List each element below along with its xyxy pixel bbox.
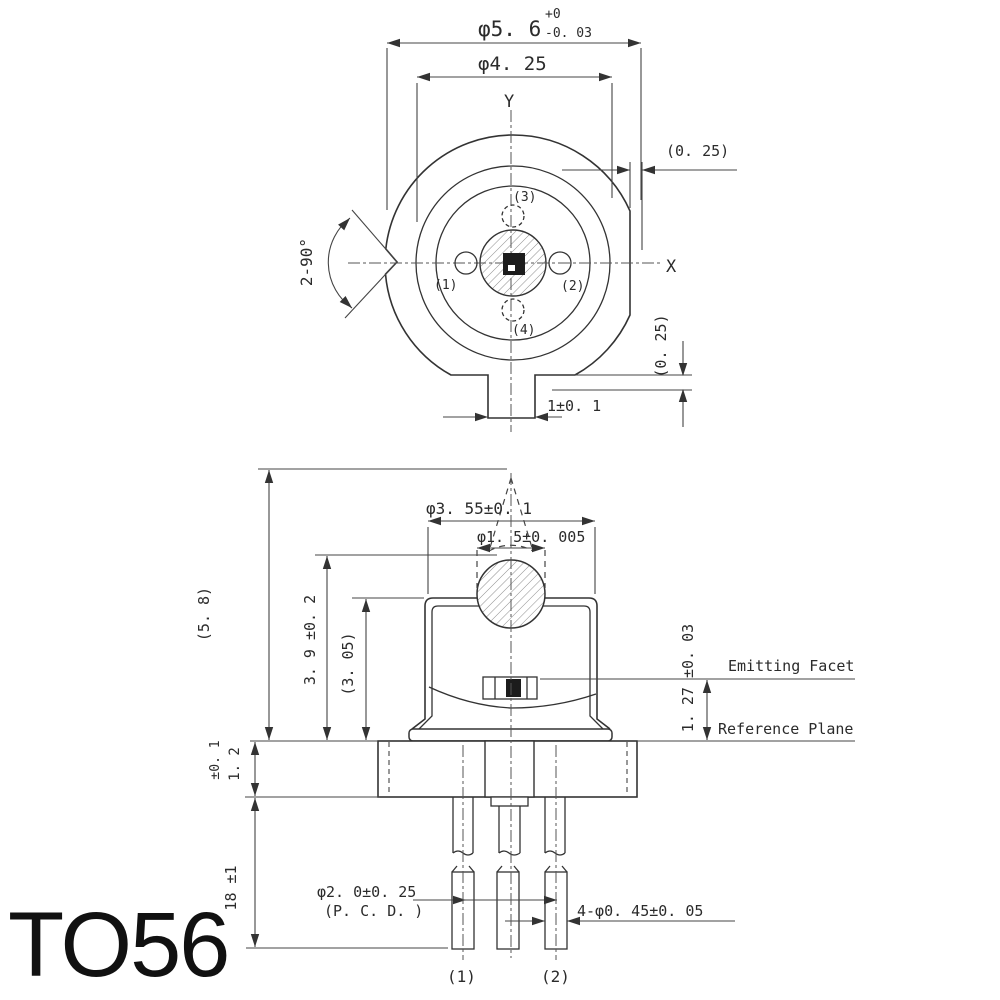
dim-phi15-label: φ1. 5±0. 005 [477,528,585,546]
page-title: TO56 [8,894,228,996]
pin2-bottom-label: (2) [541,967,570,986]
side-view: (5. 8) 3. 9 ±0. 2 (3. 05) φ3. 55±0. 1 [195,468,855,986]
cap-body [411,597,611,730]
pins-lower [451,865,568,950]
dim-phi56-tol-minus: -0. 03 [545,26,592,41]
dim-phi425: φ4. 25 [416,53,613,222]
dim-pcd: φ2. 0±0. 25 (P. C. D. ) [317,883,557,920]
dim-flange-thk-label: 1. 2 [227,747,243,781]
pin4-top-label: (4) [512,323,535,338]
dim-phi56: φ5. 6 +0 -0. 03 [386,7,642,210]
dim-notch-label: 2-90° [297,238,316,286]
dim-pin-length: 18 ±1 [222,798,448,949]
dim-pin-dia-label: 4-φ0. 45±0. 05 [577,902,703,920]
reference-plane-callout: Reference Plane [637,720,855,742]
dim-58-label: (5. 8) [195,587,213,641]
side-centerlines [462,473,557,960]
pins-upper [452,797,566,856]
axis-y-label: Y [504,92,514,112]
emitting-facet-label: Emitting Facet [728,657,854,675]
pin-circle-1 [454,251,478,275]
pin2-top-label: (2) [561,279,584,294]
dim-phi425-label: φ4. 25 [478,53,547,75]
dim-305: (3. 05) [339,597,424,740]
dim-phi56-tol-plus: +0 [545,7,561,22]
reference-plane-label: Reference Plane [718,720,853,738]
dim-phi56-label: φ5. 6 [478,17,541,41]
top-view: φ5. 6 +0 -0. 03 φ4. 25 (0. 25) [297,7,737,432]
dim-pin-length-label: 18 ±1 [222,865,240,910]
dim-025-right-label: (0. 25) [666,142,729,160]
dim-127-label: 1. 27 ±0. 03 [679,624,697,732]
dim-flange-tol-label: ±0. 1 [208,740,223,779]
chip-top [503,253,525,275]
emitting-facet-callout: Emitting Facet [540,657,855,680]
pin1-top-label: (1) [434,278,457,293]
axis-x-label: X [666,257,677,277]
dim-pcd-label: φ2. 0±0. 25 [317,883,416,901]
dim-phi355-label: φ3. 55±0. 1 [426,499,532,518]
pin-circle-4 [501,298,525,322]
dim-39-label: 3. 9 ±0. 2 [301,595,319,685]
package-outline [384,134,631,419]
dim-127: 1. 27 ±0. 03 [679,624,712,740]
dim-pin-dia: 4-φ0. 45±0. 05 [505,902,735,926]
dim-tab: 1±0. 1 [443,397,601,422]
dim-flange-thickness: ±0. 1 1. 2 [208,740,380,798]
dim-39: 3. 9 ±0. 2 [301,554,497,740]
chip-side [482,676,538,700]
pin1-bottom-label: (1) [447,967,476,986]
dim-305-label: (3. 05) [339,632,357,695]
dim-tab-label: 1±0. 1 [547,397,601,415]
dim-025-bottom-label: (0. 25) [652,314,670,377]
dim-025-right: (0. 25) [562,142,737,250]
pin3-top-label: (3) [513,190,536,205]
pin-circle-3 [501,204,525,228]
dim-pcd-note-label: (P. C. D. ) [324,902,423,920]
dim-notch-angle: 2-90° [297,209,398,319]
pin-circle-2 [548,251,572,275]
dim-58: (5. 8) [195,468,507,740]
pedestal [484,740,535,807]
dim-025-bottom: (0. 25) [552,314,692,427]
